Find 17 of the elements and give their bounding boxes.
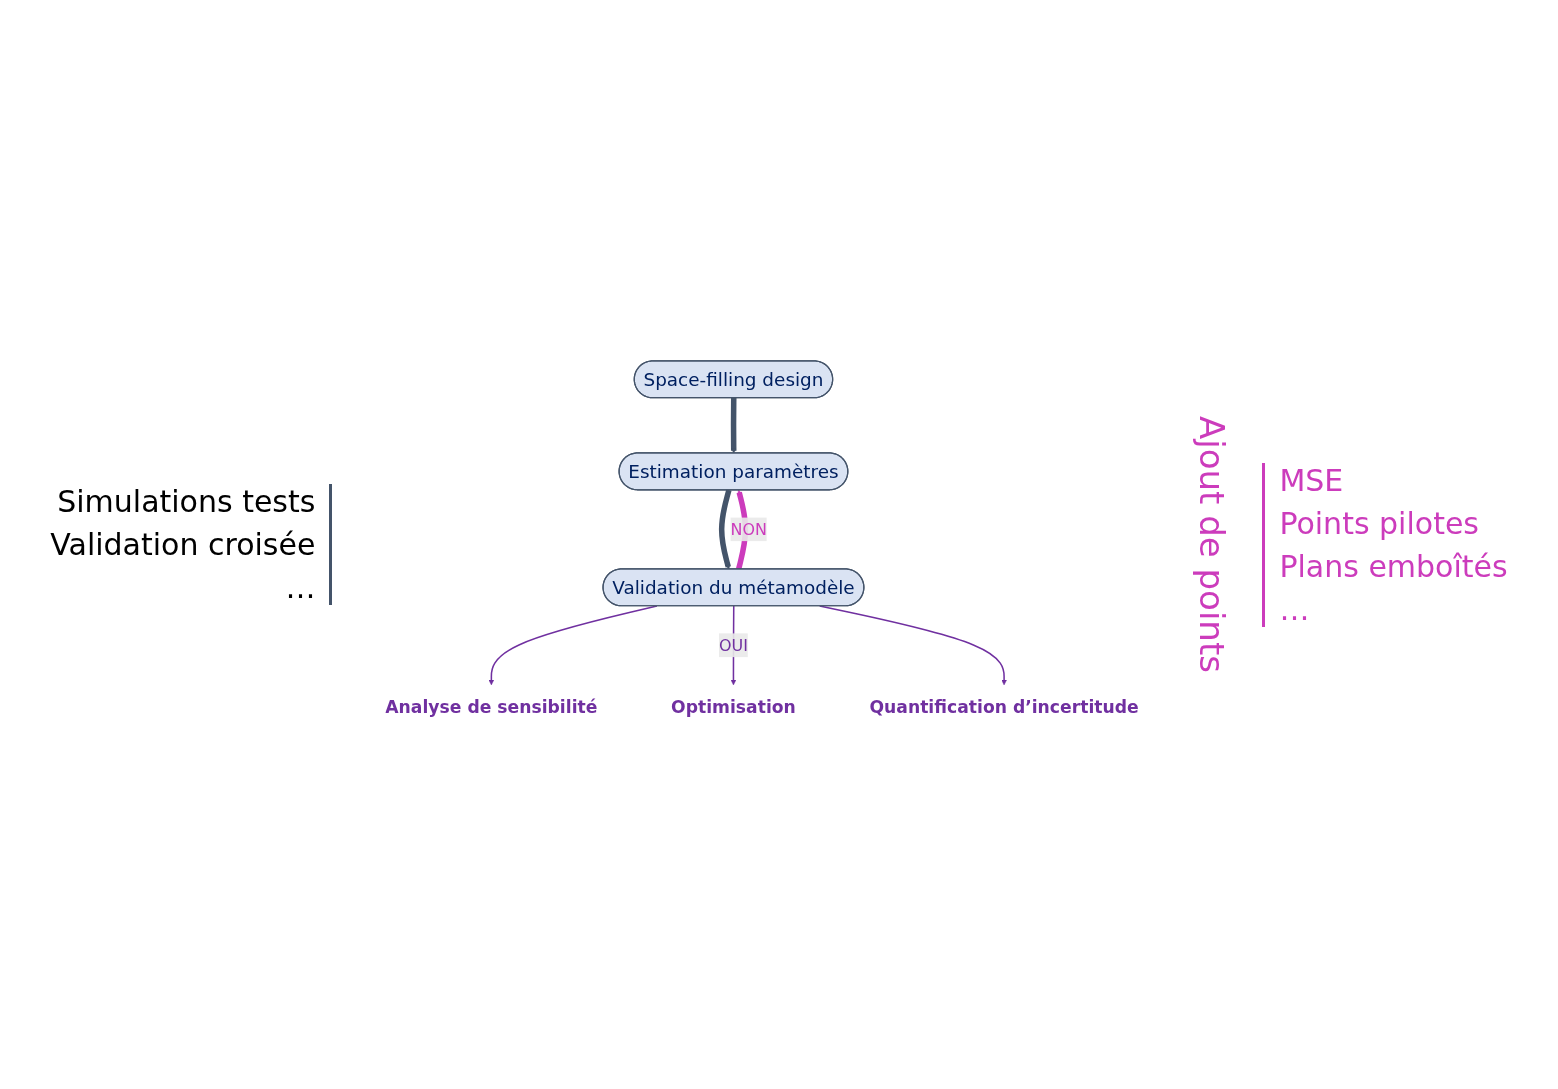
- list-item: Simulations tests: [56, 484, 316, 519]
- arrow: [731, 397, 737, 453]
- node-text: Quantification d’incertitude: [869, 696, 1140, 717]
- list-item: Validation croisée: [50, 527, 316, 562]
- list-item: Points pilotes: [1279, 505, 1480, 541]
- list-item: MSE: [1279, 462, 1345, 498]
- node-text: Analyse de sensibilité: [385, 696, 598, 717]
- loop-label: Ajout de points: [1192, 416, 1233, 673]
- edge-label: OUI: [719, 635, 749, 654]
- list-item: Plans emboîtés: [1279, 548, 1508, 584]
- arrow: [819, 604, 1008, 685]
- arrow: [719, 488, 732, 569]
- edge-label: NON: [730, 519, 768, 538]
- arrow: [489, 604, 659, 685]
- list-item: …: [284, 570, 316, 605]
- list-item: …: [1279, 591, 1311, 627]
- node-text: Optimisation: [671, 696, 797, 717]
